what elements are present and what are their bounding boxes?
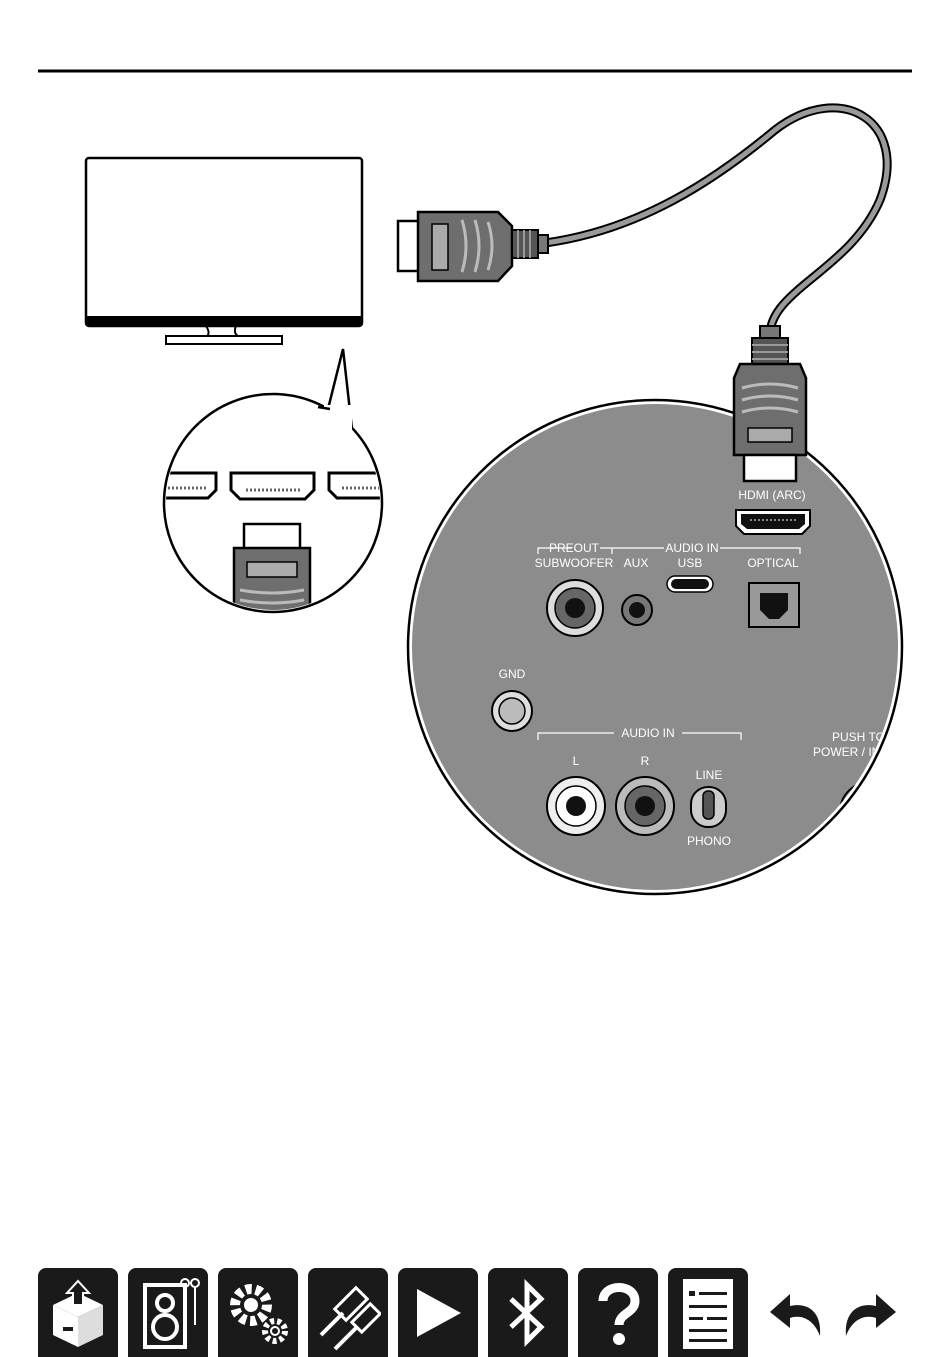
gears-icon xyxy=(225,1275,291,1351)
gnd-label: GND xyxy=(499,667,526,681)
audio-in-right-jack xyxy=(616,777,674,835)
usb-c-port xyxy=(667,576,713,592)
usb-label: USB xyxy=(678,556,703,570)
preout-label: PREOUT xyxy=(549,541,600,555)
tv-port-callout xyxy=(150,349,400,620)
nav-bluetooth-button[interactable] xyxy=(488,1268,568,1357)
hdmi-plug-tv-end xyxy=(398,212,548,281)
hdmi-plug-receiver-end xyxy=(734,326,806,481)
bottom-navigation xyxy=(38,1268,748,1357)
gnd-terminal xyxy=(492,691,532,731)
nav-box-button[interactable] xyxy=(38,1268,118,1357)
hdmi-cable xyxy=(545,108,887,335)
list-icon xyxy=(675,1275,741,1351)
tv-hdmi-port-left xyxy=(150,473,216,498)
power-input-label: POWER / IN xyxy=(813,745,880,759)
subwoofer-jack xyxy=(547,580,603,636)
question-icon xyxy=(585,1275,651,1351)
push-to-label: PUSH TO xyxy=(832,730,885,744)
hdmi-plug-callout xyxy=(234,524,310,620)
audio-in-bottom-label: AUDIO IN xyxy=(621,726,674,740)
connection-diagram: HDMI (ARC) PREOUT AUDIO IN SUBWOOFER AUX… xyxy=(0,0,950,1260)
line-label: LINE xyxy=(696,768,723,782)
optical-label: OPTICAL xyxy=(747,556,799,570)
audio-in-left-jack xyxy=(547,777,605,835)
line-phono-switch xyxy=(691,787,726,827)
nav-help-button[interactable] xyxy=(578,1268,658,1357)
hdmi-arc-port xyxy=(736,510,810,534)
undo-arrow-icon[interactable] xyxy=(768,1282,826,1340)
box-icon xyxy=(45,1275,111,1351)
bluetooth-icon xyxy=(495,1275,561,1351)
redo-arrow-icon[interactable] xyxy=(840,1282,898,1340)
aux-jack xyxy=(622,595,652,625)
phono-label: PHONO xyxy=(687,834,731,848)
tv-hdmi-port-center xyxy=(231,473,314,499)
cables-icon xyxy=(315,1275,381,1351)
right-channel-label: R xyxy=(641,754,650,768)
tv-hdmi-port-right xyxy=(329,473,400,498)
nav-play-button[interactable] xyxy=(398,1268,478,1357)
optical-port xyxy=(749,583,799,627)
subwoofer-label: SUBWOOFER xyxy=(535,556,614,570)
nav-settings-button[interactable] xyxy=(218,1268,298,1357)
nav-cables-button[interactable] xyxy=(308,1268,388,1357)
audio-in-top-label: AUDIO IN xyxy=(665,541,718,555)
hdmi-arc-label: HDMI (ARC) xyxy=(738,488,805,502)
aux-label: AUX xyxy=(624,556,649,570)
nav-index-button[interactable] xyxy=(668,1268,748,1357)
nav-speaker-button[interactable] xyxy=(128,1268,208,1357)
tv-illustration xyxy=(86,158,362,344)
left-channel-label: L xyxy=(573,754,580,768)
play-icon xyxy=(405,1275,471,1351)
speaker-icon xyxy=(135,1275,201,1351)
power-knob xyxy=(840,782,900,842)
